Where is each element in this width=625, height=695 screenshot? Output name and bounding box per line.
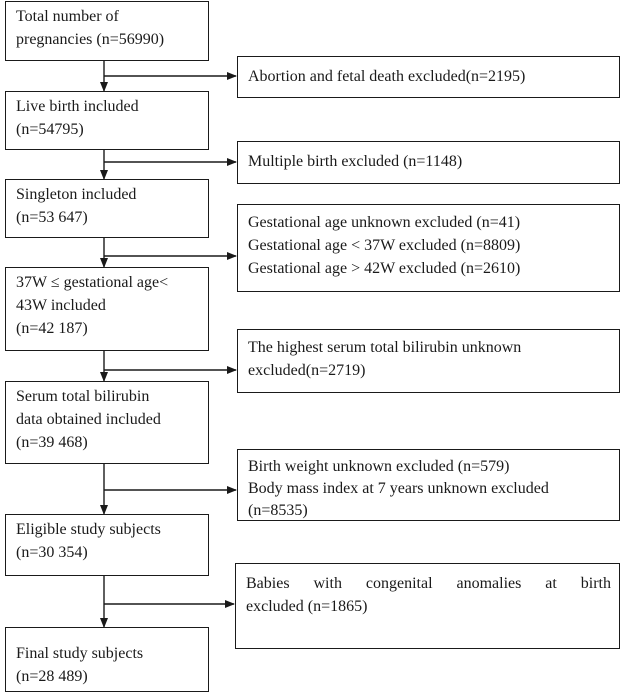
exclusion-line: Gestational age > 42W excluded (n=2610) xyxy=(248,260,521,277)
step-line: (n=42 187) xyxy=(16,320,88,337)
step-line: 37W ≤ gestational age< xyxy=(16,274,169,291)
step-serum-bilirubin: Serum total bilirubin data obtained incl… xyxy=(5,381,209,464)
step-line: Total number of xyxy=(16,8,119,25)
exclusion-line: Multiple birth excluded (n=1148) xyxy=(248,153,463,170)
exclusion-line: (n=8535) xyxy=(248,502,308,519)
exclusion-line: Babies with congenital anomalies at birt… xyxy=(246,575,611,592)
exclusion-birth-weight-bmi: Birth weight unknown excluded (n=579) Bo… xyxy=(237,449,620,521)
step-line: Eligible study subjects xyxy=(16,521,161,538)
exclusion-multiple-birth: Multiple birth excluded (n=1148) xyxy=(237,141,620,184)
exclusion-line: Gestational age < 37W excluded (n=8809) xyxy=(248,237,521,254)
exclusion-line: Birth weight unknown excluded (n=579) xyxy=(248,458,510,475)
step-singleton: Singleton included (n=53 647) xyxy=(5,179,209,238)
exclusion-line: Abortion and fetal death excluded(n=2195… xyxy=(248,68,526,85)
exclusion-line: The highest serum total bilirubin unknow… xyxy=(248,339,522,356)
exclusion-congenital-anomalies: Babies with congenital anomalies at birt… xyxy=(235,563,620,649)
exclusion-gestational-age: Gestational age unknown excluded (n=41) … xyxy=(237,204,620,292)
exclusion-abortion-fetal-death: Abortion and fetal death excluded(n=2195… xyxy=(237,56,620,98)
step-line: (n=54795) xyxy=(16,121,84,138)
step-total-pregnancies: Total number of pregnancies (n=56990) xyxy=(5,1,209,61)
step-eligible-subjects: Eligible study subjects (n=30 354) xyxy=(5,514,209,576)
exclusion-line: Body mass index at 7 years unknown exclu… xyxy=(248,480,549,497)
step-line: pregnancies (n=56990) xyxy=(16,31,165,48)
step-line: Live birth included xyxy=(16,98,139,115)
exclusion-bilirubin-unknown: The highest serum total bilirubin unknow… xyxy=(237,329,620,393)
step-live-birth: Live birth included (n=54795) xyxy=(5,91,209,150)
exclusion-line: excluded(n=2719) xyxy=(248,362,366,379)
step-gestational-age: 37W ≤ gestational age< 43W included (n=4… xyxy=(5,267,209,351)
step-line: Singleton included xyxy=(16,186,137,203)
step-final-subjects: Final study subjects (n=28 489) xyxy=(5,627,209,692)
step-line: (n=30 354) xyxy=(16,544,88,561)
step-line: Final study subjects xyxy=(16,645,144,662)
step-line: (n=28 489) xyxy=(16,668,88,685)
exclusion-line: Gestational age unknown excluded (n=41) xyxy=(248,214,521,231)
step-line: data obtained included xyxy=(16,411,161,428)
exclusion-line: excluded (n=1865) xyxy=(246,598,368,615)
step-line: (n=39 468) xyxy=(16,434,88,451)
step-line: (n=53 647) xyxy=(16,209,88,226)
step-line: Serum total bilirubin xyxy=(16,388,150,405)
step-line: 43W included xyxy=(16,297,106,314)
